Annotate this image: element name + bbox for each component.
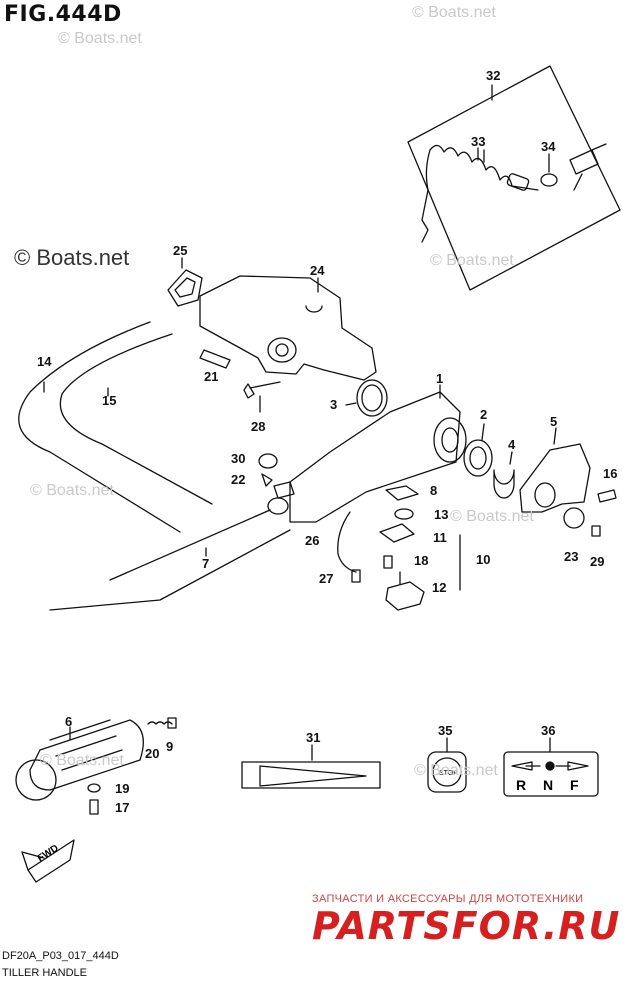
shaft-7 <box>109 497 289 581</box>
callout-21: 21 <box>204 369 218 384</box>
cable-14 <box>18 321 181 533</box>
shift-label-36 <box>503 751 599 797</box>
callout-26: 26 <box>305 533 319 548</box>
callout-11: 11 <box>433 530 447 545</box>
callout-35: 35 <box>438 723 452 738</box>
callout-28: 28 <box>251 419 265 434</box>
figure-code: DF20A_P03_017_444D <box>2 950 119 962</box>
clip-22 <box>261 473 273 487</box>
callout-27: 27 <box>319 571 333 586</box>
screw-29 <box>591 525 601 537</box>
callout-13: 13 <box>434 507 448 522</box>
grommet-25 <box>167 269 203 307</box>
callout-19: 19 <box>115 781 129 796</box>
callout-16: 16 <box>603 466 617 481</box>
callout-15: 15 <box>102 393 116 408</box>
decal-31 <box>241 761 381 789</box>
callout-30: 30 <box>231 451 245 466</box>
nut-13 <box>394 508 414 520</box>
figure-title: FIG.444D <box>4 2 122 27</box>
collar-4 <box>493 469 515 499</box>
callout-3: 3 <box>330 397 337 412</box>
plate-8 <box>385 485 419 501</box>
spring-26 <box>337 511 357 573</box>
callout-23: 23 <box>564 549 578 564</box>
watermark-main: © Boats.net <box>14 245 130 270</box>
watermark: © Boats.net <box>40 752 124 769</box>
brand-logo[interactable]: PARTSFOR.RU <box>312 904 621 948</box>
callout-7: 7 <box>202 556 209 571</box>
callout-34: 34 <box>541 139 556 154</box>
grip-leader <box>49 529 291 611</box>
brand-tagline: ЗАПЧАСТИ И АКСЕССУАРЫ ДЛЯ МОТОТЕХНИКИ <box>312 893 584 905</box>
callout-5: 5 <box>550 414 557 429</box>
callout-32: 32 <box>486 68 500 83</box>
lanyard-coil <box>429 144 539 191</box>
callout-18: 18 <box>414 553 428 568</box>
pin-21 <box>199 349 231 369</box>
bracket-11 <box>379 523 415 543</box>
callout-33: 33 <box>471 134 485 149</box>
watermark: © Boats.net <box>450 508 534 525</box>
callout-6: 6 <box>65 714 72 729</box>
bolt-16 <box>597 489 617 503</box>
callout-36: 36 <box>541 723 555 738</box>
stop-switch-34 <box>569 143 607 191</box>
callout-10: 10 <box>476 552 490 567</box>
callout-25: 25 <box>173 243 187 258</box>
washer-19 <box>87 783 101 793</box>
callout-17: 17 <box>115 800 129 815</box>
callout-1: 1 <box>436 371 443 386</box>
cap-9 <box>167 717 177 729</box>
friction-arm-5 <box>519 443 591 513</box>
figure-name: TILLER HANDLE <box>2 967 87 979</box>
cable-15 <box>59 333 213 505</box>
callout-14: 14 <box>37 354 52 369</box>
bolt-27 <box>351 569 361 583</box>
washer-23 <box>563 507 585 529</box>
bolt-28 <box>243 381 281 413</box>
washer-30 <box>258 453 278 469</box>
callout-8: 8 <box>430 483 437 498</box>
callout-2: 2 <box>480 407 487 422</box>
kit-32-box <box>407 65 621 291</box>
callout-29: 29 <box>590 554 604 569</box>
tiller-handle-1 <box>289 391 461 523</box>
grip-6 <box>29 719 144 791</box>
watermark: © Boats.net <box>412 4 496 21</box>
fwd-arrow-icon <box>21 839 75 883</box>
ring-3 <box>356 379 388 417</box>
watermark: © Boats.net <box>30 482 114 499</box>
nut-34 <box>540 173 558 187</box>
callout-22: 22 <box>231 472 245 487</box>
screw-17 <box>89 799 99 815</box>
callout-4: 4 <box>508 437 516 452</box>
shift-f: F <box>570 777 579 793</box>
screw-18 <box>383 555 393 569</box>
bushing-2 <box>463 439 493 477</box>
callout-9: 9 <box>166 739 173 754</box>
callout-24: 24 <box>310 263 325 278</box>
callout-20: 20 <box>145 746 159 761</box>
watermark: © Boats.net <box>430 252 514 269</box>
bracket-24 <box>199 275 377 381</box>
callout-31: 31 <box>306 730 320 745</box>
watermark: © Boats.net <box>58 30 142 47</box>
shift-n: N <box>543 777 553 793</box>
callout-12: 12 <box>432 580 446 595</box>
shift-r: R <box>516 777 526 793</box>
knob-12 <box>385 571 425 611</box>
watermark: © Boats.net <box>414 762 498 779</box>
stop-label: STOP <box>439 770 458 777</box>
